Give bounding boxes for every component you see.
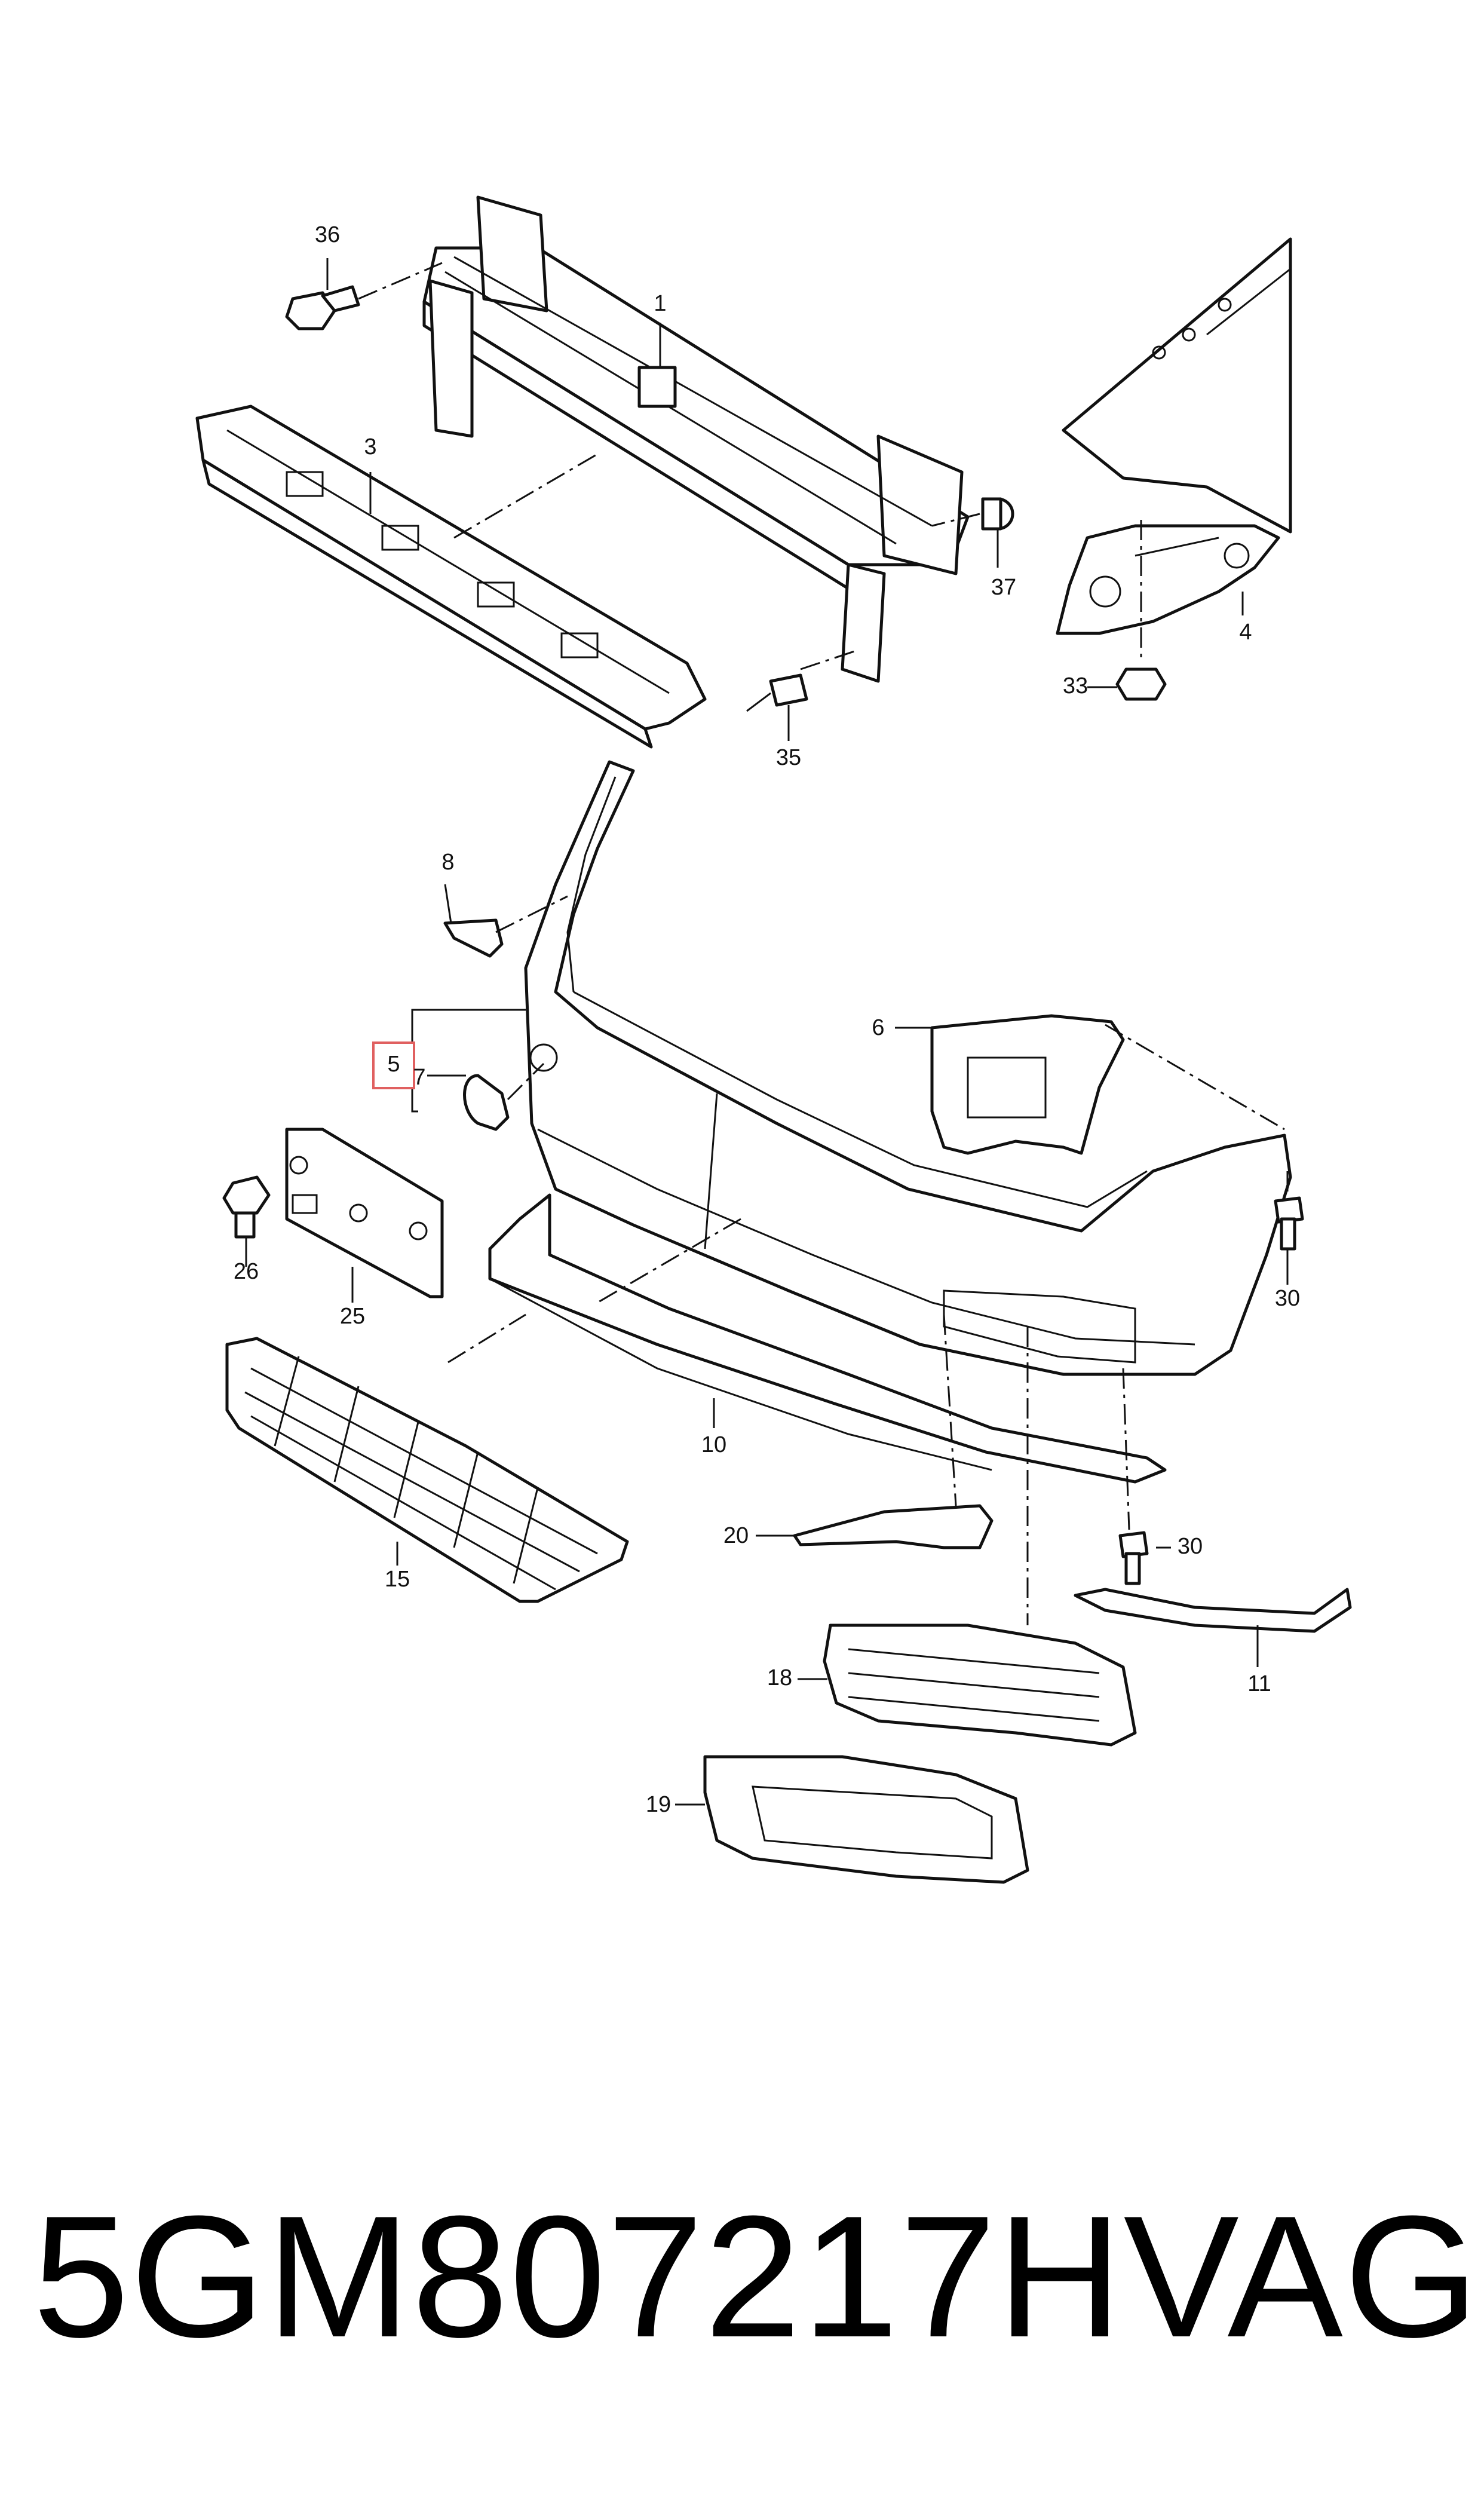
callout-10: 10 bbox=[701, 1432, 726, 1457]
callout-labels: 36 1 3 37 4 33 35 8 5 7 6 26 25 30 10 20… bbox=[234, 222, 1300, 1817]
trim-strip-11 bbox=[1074, 1588, 1352, 1633]
callout-25: 25 bbox=[340, 1304, 365, 1329]
callout-3: 3 bbox=[364, 434, 376, 460]
callout-33: 33 bbox=[1063, 673, 1088, 699]
callout-37: 37 bbox=[991, 575, 1016, 600]
callout-30-upper: 30 bbox=[1275, 1286, 1300, 1311]
callout-5: 5 bbox=[387, 1052, 400, 1077]
callout-11: 11 bbox=[1247, 1671, 1271, 1696]
callout-8: 8 bbox=[441, 850, 454, 875]
energy-absorber bbox=[195, 405, 707, 749]
bumper-cover bbox=[524, 760, 1292, 1376]
washer-cap-8 bbox=[443, 918, 504, 958]
callout-35: 35 bbox=[776, 745, 801, 770]
tow-eye-cap-7 bbox=[463, 1074, 510, 1131]
license-plate-holder bbox=[285, 1128, 444, 1298]
callout-19: 19 bbox=[646, 1792, 671, 1817]
fender bbox=[1062, 237, 1292, 534]
callout-6: 6 bbox=[872, 1015, 884, 1040]
screw-30-lower bbox=[1118, 1531, 1149, 1585]
assembly-lines bbox=[358, 262, 1289, 1625]
callout-1: 1 bbox=[654, 291, 666, 316]
brand-name: VAG bbox=[1123, 2180, 1480, 2373]
callout-4: 4 bbox=[1239, 620, 1252, 645]
callout-18: 18 bbox=[767, 1665, 792, 1690]
callout-26: 26 bbox=[234, 1259, 259, 1284]
rivet-35 bbox=[746, 673, 808, 712]
guide-bracket bbox=[1056, 524, 1280, 635]
callout-20: 20 bbox=[723, 1523, 749, 1548]
trim-strip-20 bbox=[793, 1504, 994, 1549]
callout-36: 36 bbox=[315, 222, 340, 247]
bolt-36 bbox=[285, 285, 360, 330]
caption-bar: 5GM807217H VAG bbox=[33, 2180, 1479, 2373]
fog-lamp-frame-19 bbox=[703, 1755, 1029, 1884]
bracket-6 bbox=[930, 1014, 1125, 1155]
part-number: 5GM807217H bbox=[33, 2180, 1124, 2373]
clip-26 bbox=[222, 1175, 271, 1239]
highlight-box bbox=[372, 1041, 415, 1089]
reinforcement-bar bbox=[422, 195, 970, 683]
lower-grille bbox=[225, 1337, 629, 1603]
callout-15: 15 bbox=[385, 1567, 410, 1592]
fog-lamp-grille-18 bbox=[823, 1623, 1137, 1747]
callout-30-lower: 30 bbox=[1178, 1534, 1203, 1559]
exploded-view-drawing: 36 1 3 37 4 33 35 8 5 7 6 26 25 30 10 20… bbox=[195, 195, 1352, 1884]
screw-37 bbox=[981, 497, 1014, 531]
callout-7: 7 bbox=[413, 1065, 425, 1090]
spoiler-10 bbox=[488, 1193, 1167, 1484]
nut-33 bbox=[1115, 667, 1167, 701]
screw-30-upper bbox=[1274, 1196, 1304, 1251]
